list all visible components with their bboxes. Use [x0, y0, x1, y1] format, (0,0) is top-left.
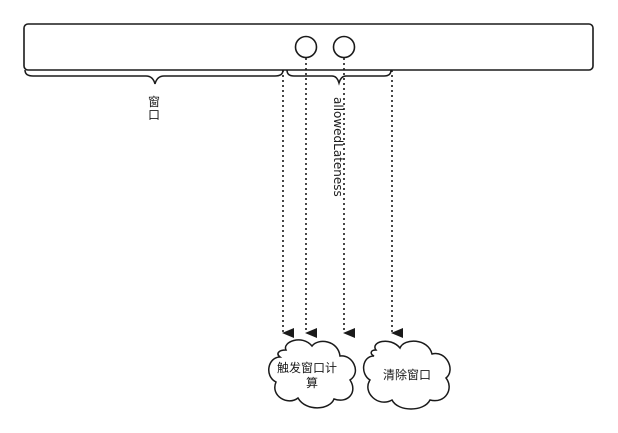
cloud-trigger-compute	[268, 339, 357, 409]
window-brace	[24, 69, 284, 85]
event-circle-2	[332, 35, 356, 59]
cloud-clear-window	[362, 340, 451, 410]
window-label: 窗口	[148, 95, 160, 122]
allowed-lateness-label: allowedLateness	[331, 97, 345, 197]
trigger-compute-label-line1: 触发窗口计	[277, 360, 337, 375]
lateness-brace	[286, 69, 392, 86]
event-circle-1	[294, 35, 318, 59]
clear-window-label: 清除窗口	[383, 367, 431, 382]
trigger-compute-label-line2: 算	[306, 375, 318, 390]
